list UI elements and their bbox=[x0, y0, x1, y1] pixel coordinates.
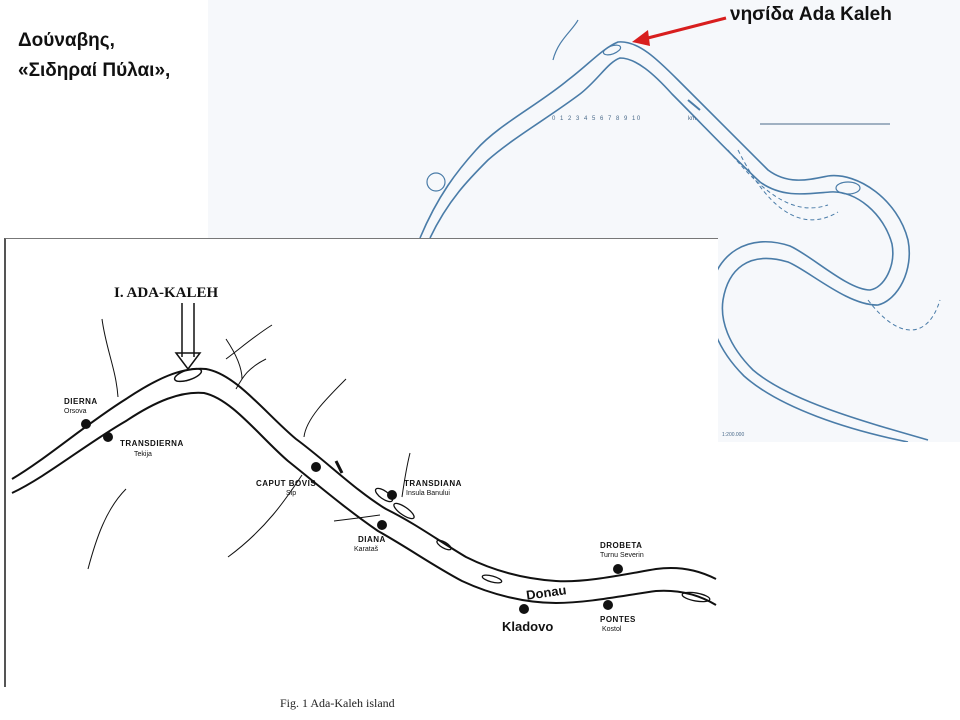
site-label-transdierna: TRANSDIERNA bbox=[120, 439, 184, 448]
site-marker-diana bbox=[377, 520, 387, 530]
site-label-drobeta: DROBETA bbox=[600, 541, 643, 550]
slide-title: Δούναβης, «Σιδηραί Πύλαι», bbox=[18, 26, 170, 86]
town-label-kladovo: Kladovo bbox=[502, 619, 554, 634]
tributary-5 bbox=[303, 378, 347, 438]
upper-river-dam bbox=[687, 99, 701, 111]
site-marker-pontes bbox=[603, 600, 613, 610]
tributary-1 bbox=[101, 318, 119, 398]
lower-river-north-bank bbox=[11, 367, 717, 583]
tributary-4 bbox=[235, 358, 267, 390]
upper-corner-note: 1:200.000 bbox=[722, 432, 745, 438]
site-label-dierna: DIERNA bbox=[64, 397, 98, 406]
lower-river-drawing bbox=[11, 303, 717, 614]
site-marker-drobeta bbox=[613, 564, 623, 574]
lower-island-1 bbox=[374, 487, 394, 503]
site-sublabel-diana: Karataš bbox=[354, 546, 379, 553]
site-label-pontes: PONTES bbox=[600, 615, 636, 624]
tributary-8 bbox=[333, 514, 381, 522]
site-marker-kladovo bbox=[519, 604, 529, 614]
slide-title-line-2: «Σιδηραί Πύλαι», bbox=[18, 60, 171, 81]
site-marker-caput-bovis bbox=[311, 462, 321, 472]
upper-river-dashed-channel-2 bbox=[737, 149, 839, 221]
upper-scale-unit: km bbox=[688, 116, 696, 122]
tributary-2 bbox=[87, 488, 127, 570]
ada-kaleh-arrow-label: I. ADA-KALEH bbox=[114, 285, 219, 301]
upper-river-dashed-channel-1 bbox=[727, 149, 829, 209]
tributary-9 bbox=[225, 324, 273, 360]
figure-caption: Fig. 1 Ada-Kaleh island bbox=[280, 696, 395, 710]
upper-island-east bbox=[835, 181, 861, 195]
site-label-transdiana: TRANSDIANA bbox=[404, 479, 462, 488]
upper-river-dashed-channel-3 bbox=[867, 299, 941, 331]
site-label-diana: DIANA bbox=[358, 535, 386, 544]
tributary-7 bbox=[401, 452, 411, 498]
site-sublabel-drobeta: Turnu Severin bbox=[600, 552, 644, 559]
site-marker-transdierna bbox=[103, 432, 113, 442]
tributary-3 bbox=[225, 338, 243, 380]
lower-island-5 bbox=[681, 591, 711, 603]
tributary-6 bbox=[227, 474, 303, 558]
upper-ada-kaleh-island bbox=[602, 44, 622, 56]
upper-bay-circle bbox=[426, 172, 446, 192]
upper-scale-ticks: 0 1 2 3 4 5 6 7 8 9 10 bbox=[552, 116, 642, 122]
lower-river-south-bank bbox=[11, 391, 717, 606]
lower-island-4 bbox=[481, 574, 503, 584]
lower-island-2 bbox=[393, 502, 415, 520]
upper-river-north-bank bbox=[419, 41, 929, 441]
lower-ada-kaleh-island bbox=[173, 367, 203, 383]
site-sublabel-dierna: Orsova bbox=[64, 408, 87, 415]
site-label-caput-bovis: CAPUT BOVIS bbox=[256, 479, 317, 488]
site-sublabel-transdiana: Insula Banului bbox=[406, 490, 450, 497]
caput-bovis-bridge bbox=[334, 460, 344, 474]
site-sublabel-pontes: Kostol bbox=[602, 626, 622, 633]
site-sublabel-caput-bovis: Sip bbox=[286, 490, 297, 497]
ada-kaleh-pointer-head bbox=[174, 352, 202, 371]
ada-kaleh-callout: νησίδα Ada Kaleh bbox=[730, 4, 892, 25]
slide-title-line-1: Δούναβης, bbox=[18, 30, 115, 51]
upper-river-inlet bbox=[552, 19, 579, 61]
site-sublabel-transdierna: Tekija bbox=[134, 451, 152, 458]
upper-river-drawing bbox=[419, 19, 941, 442]
lower-island-3 bbox=[436, 539, 452, 551]
site-marker-dierna bbox=[81, 419, 91, 429]
site-marker-transdiana bbox=[387, 490, 397, 500]
lower-river-map: I. ADA-KALEH DIERNA Orsova TRANSDIERNA T… bbox=[4, 238, 718, 687]
